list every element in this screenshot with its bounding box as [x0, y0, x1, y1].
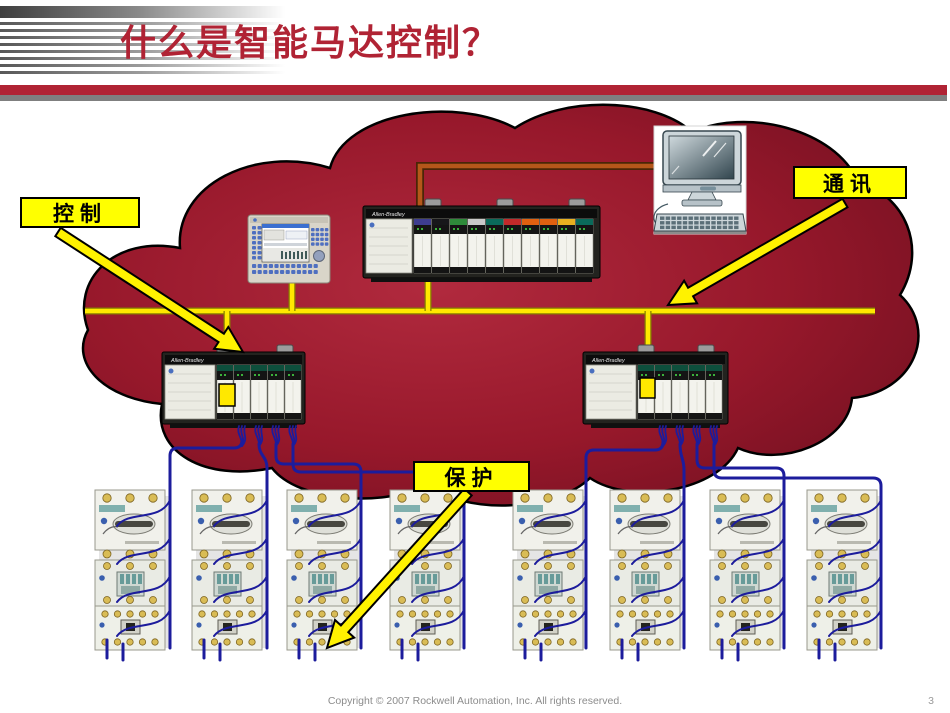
hmi-function-keys [252, 226, 329, 274]
protection-arrow [325, 487, 474, 650]
decorative-stripes [0, 6, 310, 78]
motor-starter [191, 489, 266, 651]
label-control: 控制 [20, 197, 140, 228]
motor-starter [389, 489, 464, 651]
plc-brand-label: Allen-Bradley [170, 358, 205, 364]
copyright-text: Copyright © 2007 Rockwell Automation, In… [327, 695, 623, 707]
motor-starter [609, 489, 684, 651]
plc-brand-label: Allen-Bradley [591, 358, 626, 364]
motor-starter [709, 489, 784, 651]
callout-arrows [53, 197, 849, 650]
motor-starter [806, 489, 881, 651]
communication-arrow [666, 197, 849, 307]
slide-title: 什么是智能马达控制？ [120, 23, 501, 63]
label-protection: 保护 [413, 461, 530, 492]
control-arrow [53, 226, 245, 354]
label-communication: 通讯 [793, 166, 907, 199]
io-wiring [105, 425, 883, 662]
desktop-computer [653, 125, 747, 235]
page-number: 3 [928, 695, 934, 707]
motor-starter [94, 489, 169, 651]
hmi-operator-panel [247, 214, 331, 284]
bus-connectors [218, 377, 656, 407]
accent-bar [0, 85, 947, 95]
motor-starter [512, 489, 587, 651]
plc-brand-label: Allen-Bradley [371, 212, 406, 218]
controller-rack: Allen-Bradley [362, 198, 601, 282]
accent-bar-shadow [0, 95, 947, 101]
keyboard-keys [660, 216, 739, 230]
